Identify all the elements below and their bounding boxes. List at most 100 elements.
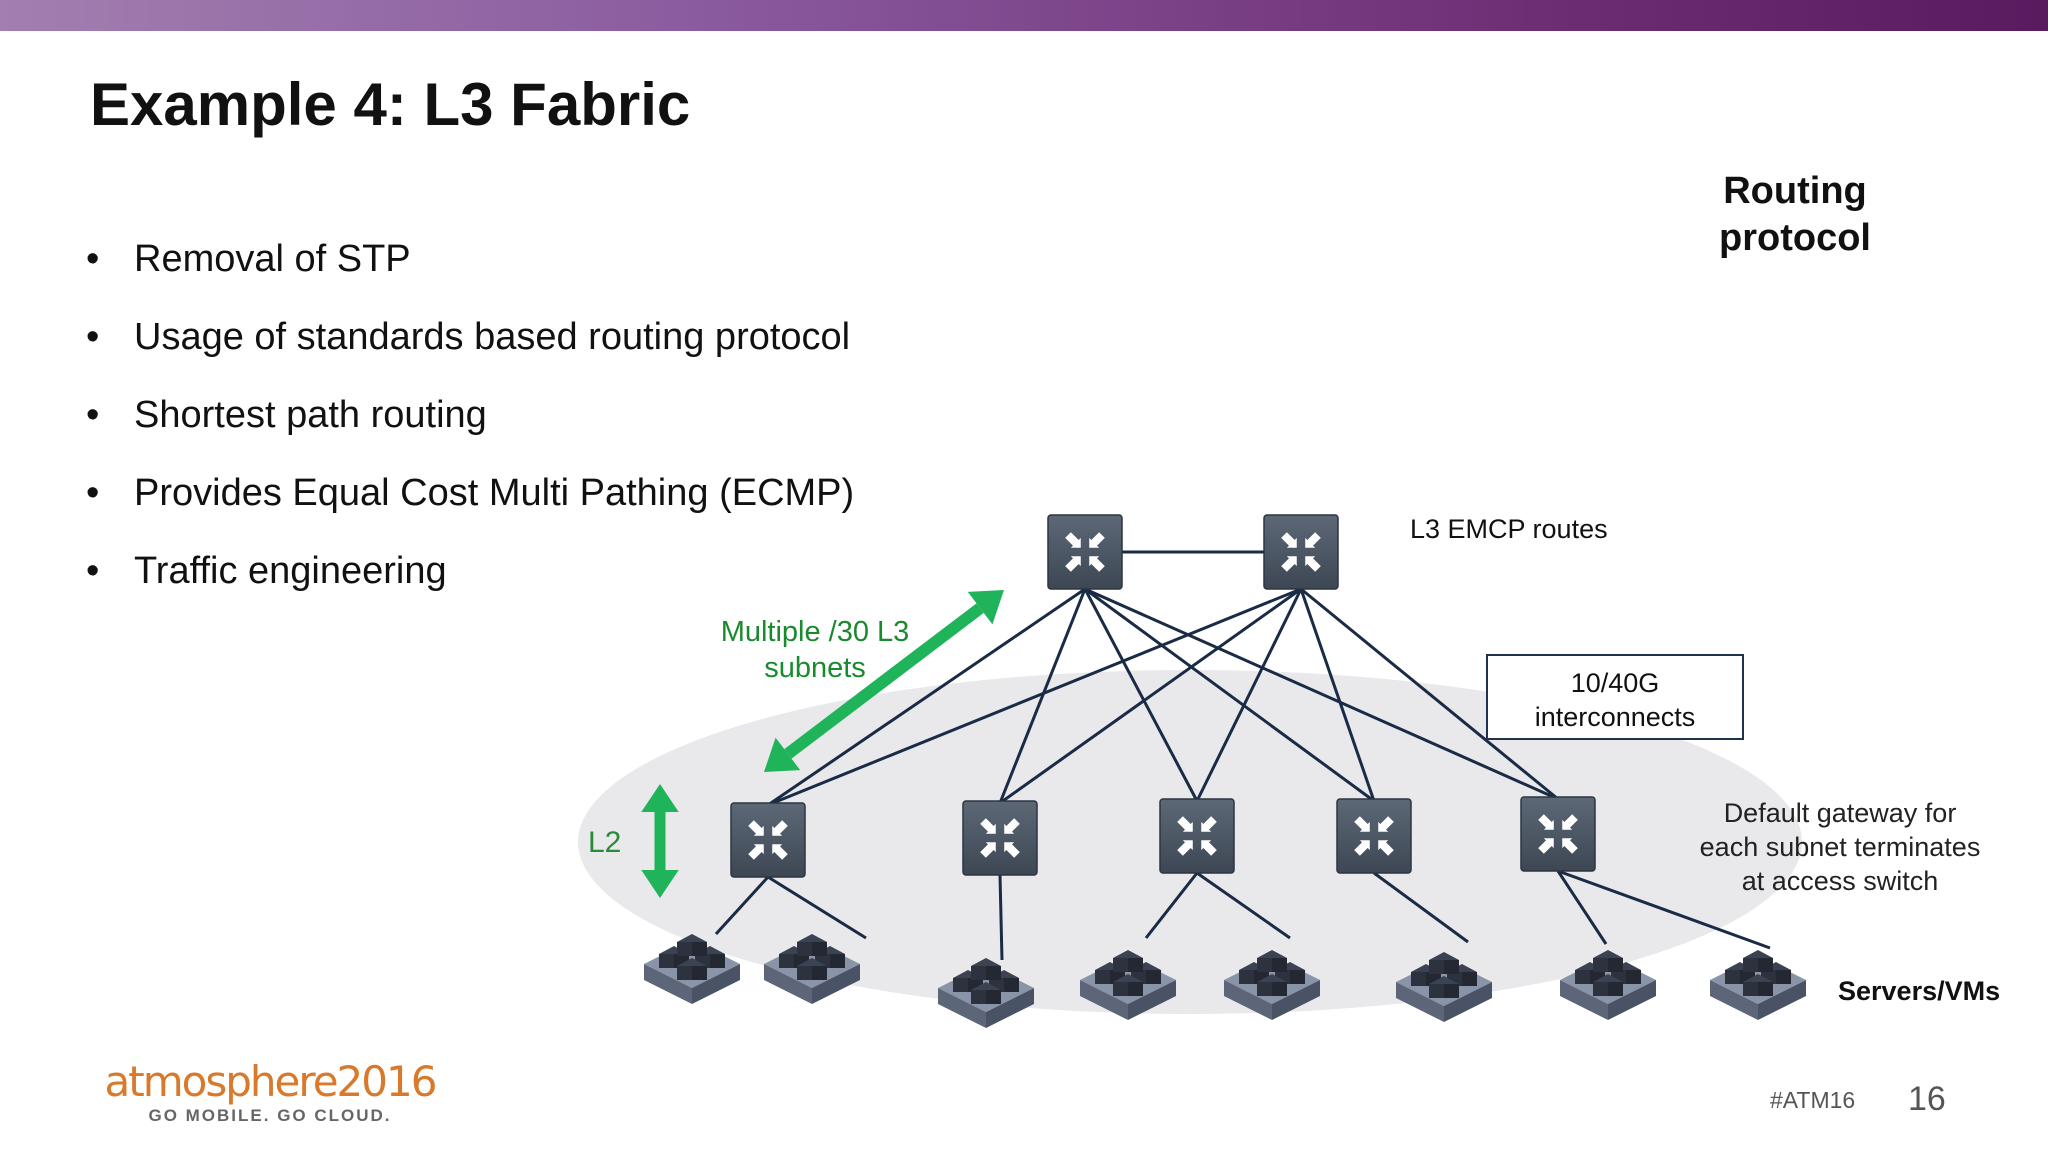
switch-arrow-glyph [1177,816,1193,832]
uplink-line [1084,587,1375,803]
access-switch-icon [730,802,806,878]
slide-title: Example 4: L3 Fabric [90,71,691,138]
subnets-line-2: subnets [764,652,866,684]
server-block-side [1411,972,1426,986]
downlink-line [1556,870,1608,945]
downlink-line [767,875,867,940]
uplink-line [1084,587,1559,801]
server-rack-icon [1560,950,1656,1020]
top-accent-bar [0,0,2048,31]
bullet-text: Provides Equal Cost Multi Pathing (ECMP) [134,472,855,514]
server-block-side [830,954,845,968]
arrow-head [641,870,679,898]
server-block-side [797,966,812,980]
switch-arrow-glyph [1281,556,1297,572]
server-block-side [1113,982,1128,996]
arrow-head [764,737,801,772]
bullet-text: Traffic engineering [134,550,447,592]
server-block-side [1004,978,1019,992]
interconnect-line-2: interconnects [1534,702,1696,732]
arrow-head [967,590,1004,625]
bullet-dot: • [86,550,100,592]
server-block-side [812,966,827,980]
bullet-text: Usage of standards based routing protoco… [134,316,851,358]
server-rack-icon [764,934,860,1004]
switch-arrow-glyph [1305,532,1321,548]
uplink-line [1300,587,1559,801]
switch-arrow-glyph [1177,840,1193,856]
server-block-side [953,978,968,992]
logo-text: atmosphere [104,1057,339,1106]
bullet-text: Removal of STP [134,238,411,280]
server-block-side [1272,982,1287,996]
l3-ecmp-routes-label: L3 EMCP routes [1410,514,1608,544]
server-block-side [710,954,725,968]
l2-double-arrow [641,784,679,898]
arrow-group [641,590,1004,898]
server-base-left [1710,980,1758,1020]
server-block-side [692,942,707,956]
server-rack-icon [938,958,1034,1028]
server-block-side [1758,982,1773,996]
server-block-side [1095,970,1110,984]
uplink-line [1299,588,1376,802]
server-block-side [1593,982,1608,996]
switch-body [730,802,806,878]
server-base-left [1396,982,1444,1022]
subnets-line-1: Multiple /30 L3 [720,616,910,648]
atmosphere-logo: atmosphere2016 GO MOBILE. GO CLOUD. [100,1058,440,1126]
server-base-right [1272,980,1320,1020]
switch-arrow-glyph [748,820,764,836]
server-base-left [644,964,692,1004]
arrow-head [641,784,679,812]
arrow-shaft [784,603,984,759]
server-block-side [971,990,986,1004]
bullet-dot: • [86,472,100,514]
server-block-side [1743,982,1758,996]
server-block-side [692,966,707,980]
server-base-left [938,988,986,1028]
uplink-line [1083,588,1199,802]
switch-body [1263,514,1339,590]
uplink-line [999,587,1302,805]
server-block-side [1444,984,1459,998]
switch-arrow-glyph [980,842,996,858]
access-switch-icon [962,800,1038,876]
gateway-line-3: at access switch [1741,866,1939,896]
switch-arrow-glyph [1378,816,1394,832]
downlink-line [998,874,1004,961]
server-block-side [1608,982,1623,996]
bullet-dot: • [86,394,100,436]
spine-switch-icon [1263,514,1339,590]
server-block-side [1575,970,1590,984]
server-block-side [1444,960,1459,974]
servers-vms-label: Servers/VMs [1838,976,2001,1006]
downlink-line [1196,871,1291,940]
switch-body [1159,798,1235,874]
server-base-right [1758,980,1806,1020]
routing-protocol-heading: Routing protocol [1680,168,1910,262]
downlink-line [714,875,770,936]
switch-arrow-glyph [772,844,788,860]
bullet-text: Shortest path routing [134,394,487,436]
server-block-side [1758,958,1773,972]
server-block-side [1290,970,1305,984]
server-block-side [971,966,986,980]
server-block-side [1272,958,1287,972]
server-rack-icon [1080,950,1176,1020]
server-block-side [779,954,794,968]
uplink-line [1195,588,1303,802]
switch-body [1520,796,1596,872]
switch-arrow-glyph [772,820,788,836]
server-block-side [797,942,812,956]
switch-arrow-glyph [1538,838,1554,854]
hashtag: #ATM16 [1770,1087,1856,1113]
server-block-side [1257,982,1272,996]
interconnect-box: 10/40G interconnects [1486,654,1744,740]
switch-arrow-glyph [1538,814,1554,830]
interconnect-line-1: 10/40G [1570,668,1660,698]
server-block-side [677,942,692,956]
server-base-right [812,964,860,1004]
downlink-line [1144,872,1199,939]
